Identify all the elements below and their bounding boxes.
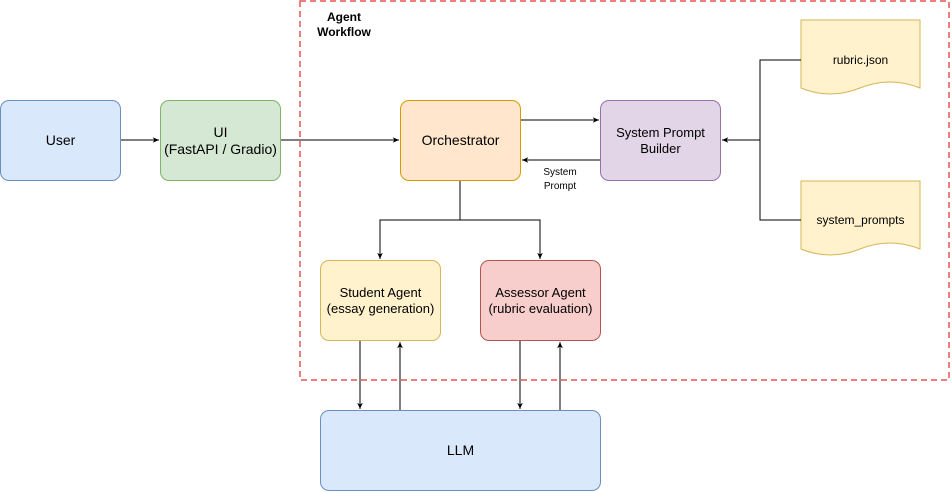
edge-orchestrator-to-assessor [460, 219, 543, 259]
user-node[interactable]: User [0, 100, 121, 181]
ui-node[interactable]: UI (FastAPI / Gradio) [160, 100, 281, 181]
rubric-json-document [800, 19, 921, 95]
assessor-agent-label: Assessor Agent (rubric evaluation) [488, 284, 593, 316]
system-prompt-edge-label: System Prompt [543, 167, 577, 192]
llm-node[interactable]: LLM [320, 410, 601, 491]
orchestrator-node-label: Orchestrator [421, 132, 500, 148]
student-agent-node[interactable]: Student Agent (essay generation) [320, 260, 441, 341]
system-prompts-label: system_prompts [816, 213, 905, 227]
llm-node-label: LLM [446, 442, 475, 458]
student-agent-label: Student Agent (essay generation) [326, 284, 435, 316]
edge-system-prompts-to-prompt-builder [759, 140, 801, 221]
agent-workflow-label: Agent Workflow [317, 10, 371, 39]
assessor-agent-node[interactable]: Assessor Agent (rubric evaluation) [480, 260, 601, 341]
system-prompt-builder-node[interactable]: System Prompt Builder [600, 100, 721, 181]
orchestrator-node[interactable]: Orchestrator [400, 100, 521, 181]
system-prompt-builder-label: System Prompt Builder [616, 124, 705, 156]
rubric-json-label: rubric.json [832, 53, 889, 67]
edge-rubric-to-prompt-builder [722, 59, 801, 143]
agent-workflow-group [299, 0, 950, 381]
edge-orchestrator-to-student [377, 181, 461, 259]
system-prompts-document [800, 180, 921, 256]
user-node-label: User [45, 132, 76, 148]
ui-node-label: UI (FastAPI / Gradio) [164, 123, 277, 157]
